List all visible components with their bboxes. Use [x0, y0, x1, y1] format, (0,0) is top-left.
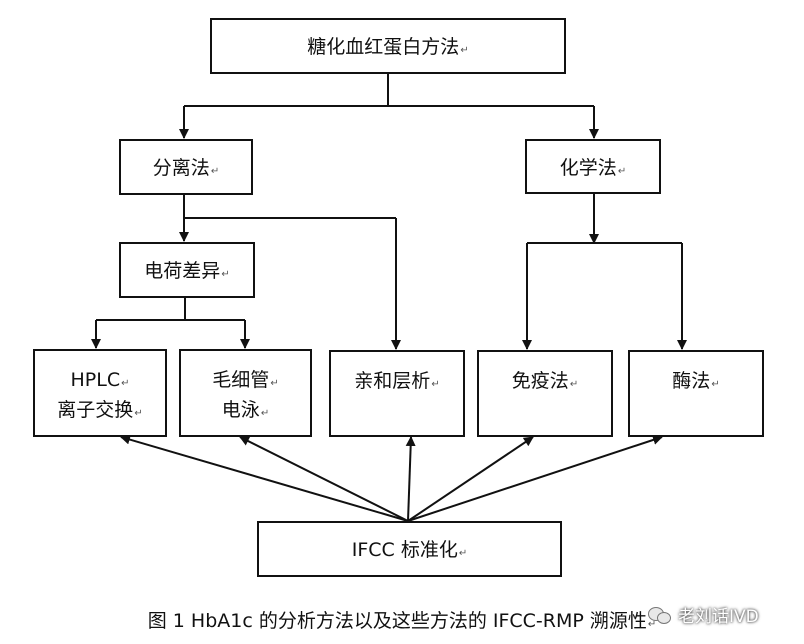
node-capillary-electrophoresis: 毛细管↵ 电泳↵: [179, 349, 312, 437]
figure-caption: 图 1 HbA1c 的分析方法以及这些方法的 IFCC-RMP 溯源性↵: [147, 610, 657, 632]
node-immuno: 免疫法↵: [477, 350, 613, 437]
node-chemical-label: 化学法: [559, 157, 617, 179]
figure-caption-text: 图 1 HbA1c 的分析方法以及这些方法的 IFCC-RMP 溯源性: [147, 610, 647, 632]
node-ce-label-line2: 电泳: [221, 399, 260, 421]
node-ifcc: IFCC 标准化↵: [257, 521, 562, 577]
node-ce-label-line1: 毛细管: [212, 369, 270, 391]
node-separation: 分离法↵: [119, 139, 253, 195]
node-enzyme-label: 酶法: [672, 370, 711, 392]
node-ifcc-label: IFCC 标准化: [351, 539, 458, 561]
arrow-ifcc-to-affinity: [405, 436, 416, 522]
arrow-ifcc-to-ce: [239, 436, 409, 522]
node-charge: 电荷差异↵: [119, 242, 255, 298]
node-enzyme: 酶法↵: [628, 350, 764, 437]
arrow-ifcc-to-enzyme: [407, 435, 663, 522]
watermark-text: 老刘话IVD: [678, 607, 759, 627]
arrow-ifcc-to-immuno: [407, 436, 534, 522]
node-immuno-label: 免疫法: [511, 370, 569, 392]
node-hplc-label-line1: HPLC: [70, 369, 121, 391]
arrow-ifcc-to-hplc: [120, 434, 409, 522]
watermark: 老刘话IVD: [648, 602, 759, 627]
node-hplc-label-line2: 离子交换: [57, 399, 134, 421]
node-affinity-label: 亲和层析: [354, 370, 431, 392]
node-separation-label: 分离法: [152, 157, 210, 179]
node-hplc: HPLC↵ 离子交换↵: [33, 349, 167, 437]
wechat-icon: [648, 605, 674, 625]
node-root-label: 糖化血红蛋白方法: [307, 36, 460, 58]
node-affinity: 亲和层析↵: [329, 350, 465, 437]
node-root: 糖化血红蛋白方法↵: [210, 18, 566, 74]
node-charge-label: 电荷差异: [144, 260, 221, 282]
node-chemical: 化学法↵: [525, 139, 661, 194]
